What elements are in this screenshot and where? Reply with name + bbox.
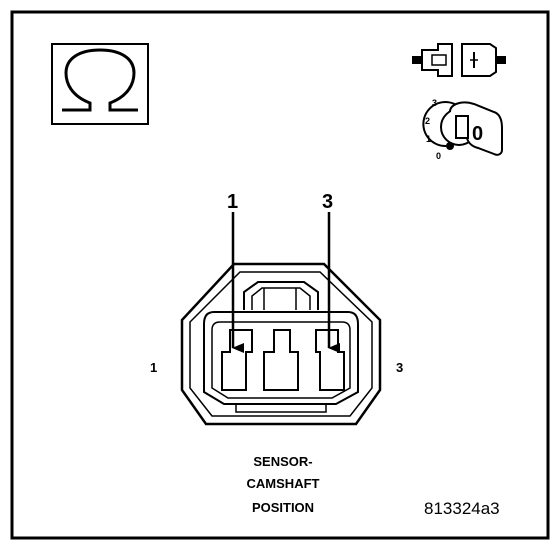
connector-side-label-right: 3 [396, 360, 403, 375]
caption-line-2: CAMSHAFT [247, 476, 320, 491]
caption-line-3: POSITION [252, 500, 314, 515]
ignition-scale-3: 3 [432, 98, 437, 108]
figure-id: 813324a3 [424, 499, 500, 518]
connector-face [180, 262, 382, 426]
ignition-scale-2: 2 [425, 116, 430, 126]
connector-side-label-left: 1 [150, 360, 157, 375]
ignition-scale-0: 0 [436, 151, 441, 161]
caption-line-1: SENSOR- [253, 454, 312, 469]
ignition-scale-1: 1 [426, 134, 431, 144]
callout-pin-3-label: 3 [322, 191, 333, 213]
callout-pin-1-label: 1 [227, 191, 238, 213]
ohm-symbol-icon [51, 43, 149, 125]
ignition-key-label: 0 [472, 123, 483, 145]
unplugged-connector-icon [412, 43, 506, 77]
ignition-key-icon: 3 2 1 0 0 [422, 98, 503, 161]
